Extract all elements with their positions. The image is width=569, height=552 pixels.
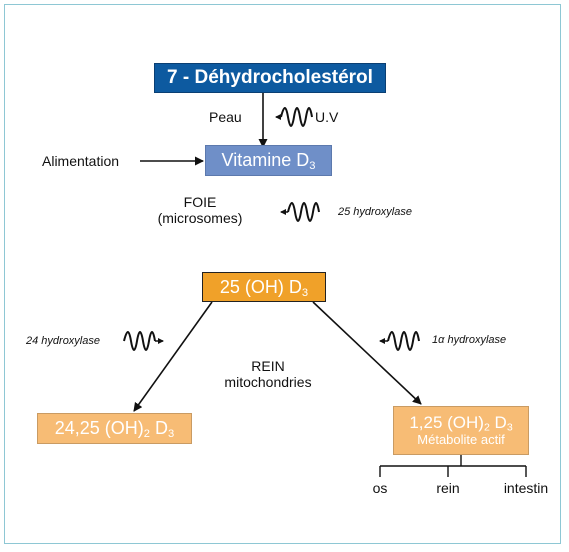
node-125oh2-d3-label: 1,25 (OH)2 D3 bbox=[409, 413, 513, 434]
arrow-oh-to-2425 bbox=[133, 301, 213, 412]
label-foie: FOIE bbox=[183, 194, 217, 210]
label-mitochondries: mitochondries bbox=[224, 374, 312, 390]
wave-24-hydroxylase-icon bbox=[123, 331, 164, 351]
label-25-hydroxylase: 25 hydroxylase bbox=[338, 206, 412, 218]
wave-25-hydroxylase-icon bbox=[280, 202, 320, 222]
target-intestin: intestin bbox=[503, 480, 549, 496]
node-dehydrocholesterol-label: 7 - Déhydrocholestérol bbox=[167, 67, 373, 88]
label-alimentation: Alimentation bbox=[42, 153, 120, 169]
node-25oh-d3: 25 (OH) D3 bbox=[202, 272, 326, 302]
wave-1a-hydroxylase-icon bbox=[379, 331, 420, 351]
node-125oh2-d3-subtitle: Métabolite actif bbox=[417, 431, 505, 447]
node-25oh-d3-label: 25 (OH) D3 bbox=[219, 276, 309, 299]
target-os: os bbox=[372, 480, 388, 496]
label-microsomes: (microsomes) bbox=[157, 210, 243, 226]
label-1a-hydroxylase: 1α hydroxylase bbox=[432, 334, 507, 346]
node-125oh2-d3: 1,25 (OH)2 D3 Métabolite actif bbox=[393, 406, 529, 455]
label-24-hydroxylase: 24 hydroxylase bbox=[26, 335, 100, 347]
arrow-oh-to-125 bbox=[312, 301, 422, 405]
label-uv: U.V bbox=[315, 109, 339, 125]
target-rein: rein bbox=[436, 480, 460, 496]
diagram-frame bbox=[4, 4, 561, 544]
node-vitamine-d3: Vitamine D3 bbox=[205, 145, 332, 176]
node-2425oh2-d3: 24,25 (OH)2 D3 bbox=[37, 413, 192, 444]
label-peau: Peau bbox=[209, 109, 242, 125]
label-rein: REIN bbox=[251, 358, 285, 374]
label-rein-group: REIN mitochondries bbox=[218, 358, 318, 390]
uv-wave-icon bbox=[275, 107, 313, 127]
label-foie-group: FOIE (microsomes) bbox=[150, 194, 250, 226]
node-vitamine-d3-label: Vitamine D3 bbox=[221, 150, 316, 172]
node-dehydrocholesterol: 7 - Déhydrocholestérol bbox=[154, 63, 386, 93]
node-2425oh2-d3-label: 24,25 (OH)2 D3 bbox=[54, 418, 175, 440]
